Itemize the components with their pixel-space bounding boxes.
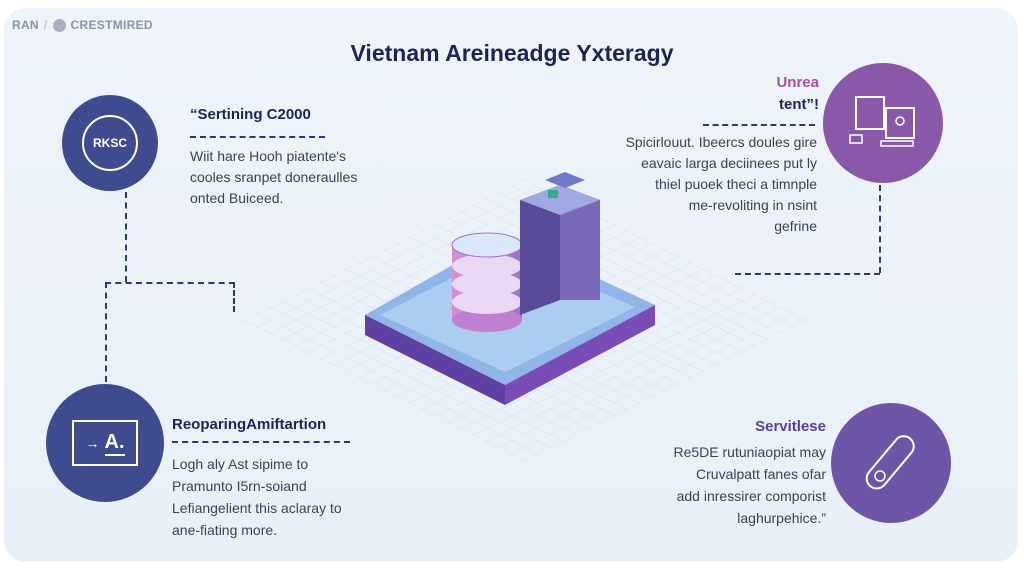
- import-icon: →A.: [72, 420, 138, 466]
- connector-top-right: [879, 185, 881, 273]
- underline-3: [172, 441, 350, 443]
- connector-top-left: [125, 192, 127, 282]
- connector-top-left-v2: [105, 282, 107, 382]
- page-title: Vietnam Areineadge Yxteragy: [350, 40, 674, 66]
- section-3-icon-circle: →A.: [46, 384, 164, 502]
- body-line: Pramunto I5rn-soiand: [172, 478, 307, 494]
- section-4-body: Re5DE rutuniaopiat may Cruvalpatt fanes …: [673, 441, 826, 529]
- body-line: Spicirlouut. Ibeercs doules gire: [625, 134, 817, 150]
- section-2-body: Spicirlouut. Ibeercs doules gire eavaic …: [626, 132, 817, 237]
- underline-1: [190, 136, 325, 138]
- brand-logo: RAN / CRESTMIRED: [12, 18, 153, 32]
- body-line: Cruvalpatt fanes ofar: [696, 466, 826, 482]
- section-1-heading: “Sertining C2000: [190, 106, 311, 123]
- body-line: laghurpehice.”: [737, 510, 826, 526]
- connector-top-left-v3: [233, 282, 235, 312]
- connector-top-left-h: [105, 282, 235, 284]
- body-line: me-revoliting in nsint: [688, 197, 817, 213]
- section-1-icon-circle: RKSC: [62, 95, 158, 191]
- section-2-heading-text: tent”!: [779, 96, 819, 113]
- building-icon: [520, 172, 600, 315]
- usb-stick-icon: [865, 435, 915, 490]
- body-line: add inressirer comporist: [676, 488, 826, 504]
- body-line: Logh aly Ast sipime to: [172, 456, 309, 472]
- brand-name: CRESTMIRED: [70, 18, 153, 32]
- underline-2: [703, 124, 815, 126]
- section-2-heading-accent: Unrea: [776, 74, 819, 91]
- body-line: cooles sranpet doneraulles: [190, 169, 358, 185]
- body-line: ane-fiating more.: [172, 522, 278, 538]
- seal-icon: [52, 18, 66, 32]
- section-3-body: Logh aly Ast sipime to Pramunto I5rn-soi…: [172, 453, 342, 541]
- body-line: Wiit hare Hooh piatente's: [190, 148, 346, 164]
- badge-icon-text: RKSC: [92, 136, 127, 150]
- body-line: onted Buiceed.: [190, 190, 284, 206]
- section-4-icon-circle: [831, 403, 951, 523]
- section-4-heading: Servitlese: [755, 418, 826, 435]
- brand-prefix: RAN: [12, 18, 39, 32]
- body-line: thiel puoek theci a timnple: [655, 176, 817, 192]
- section-1-body: Wiit hare Hooh piatente's cooles sranpet…: [190, 146, 357, 209]
- devices-icon: [849, 96, 915, 147]
- body-line: Lefiangelient this aclaray to: [172, 500, 342, 516]
- section-2-icon-circle: [823, 63, 943, 183]
- body-line: Re5DE rutuniaopiat may: [673, 444, 826, 460]
- body-line: eavaic larga deciinees put ly: [641, 155, 817, 171]
- connector-top-right-h: [735, 273, 880, 275]
- import-icon-text: A.: [104, 431, 125, 456]
- section-2-heading: Unrea tent”!: [776, 72, 819, 116]
- body-line: gefrine: [774, 218, 817, 234]
- badge-icon: RKSC: [82, 115, 138, 171]
- database-stack-icon: [451, 232, 523, 332]
- section-3-heading: ReoparingAmiftartion: [172, 416, 327, 433]
